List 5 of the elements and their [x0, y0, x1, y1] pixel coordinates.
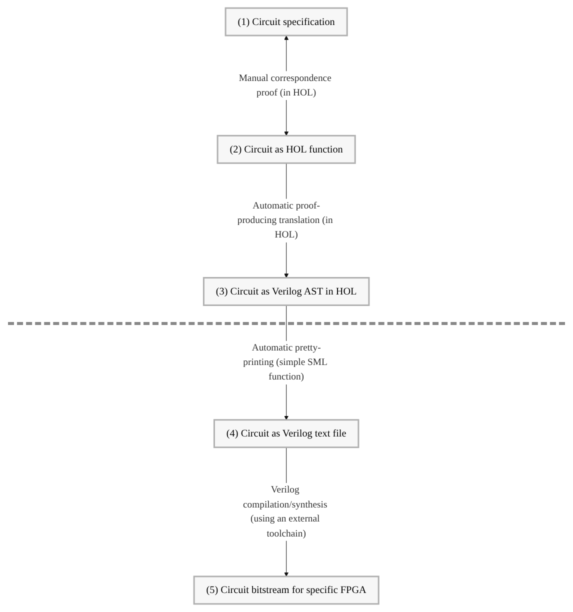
process-box: (4) Circuit as Verilog text file: [214, 419, 360, 448]
process-box: (2) Circuit as HOL function: [216, 134, 356, 164]
process-box: (3) Circuit as Verilog AST in HOL: [203, 277, 370, 306]
process-box: (5) Circuit bitstream for specific FPGA: [193, 576, 380, 605]
process-box: (1) Circuit specification: [224, 7, 348, 36]
